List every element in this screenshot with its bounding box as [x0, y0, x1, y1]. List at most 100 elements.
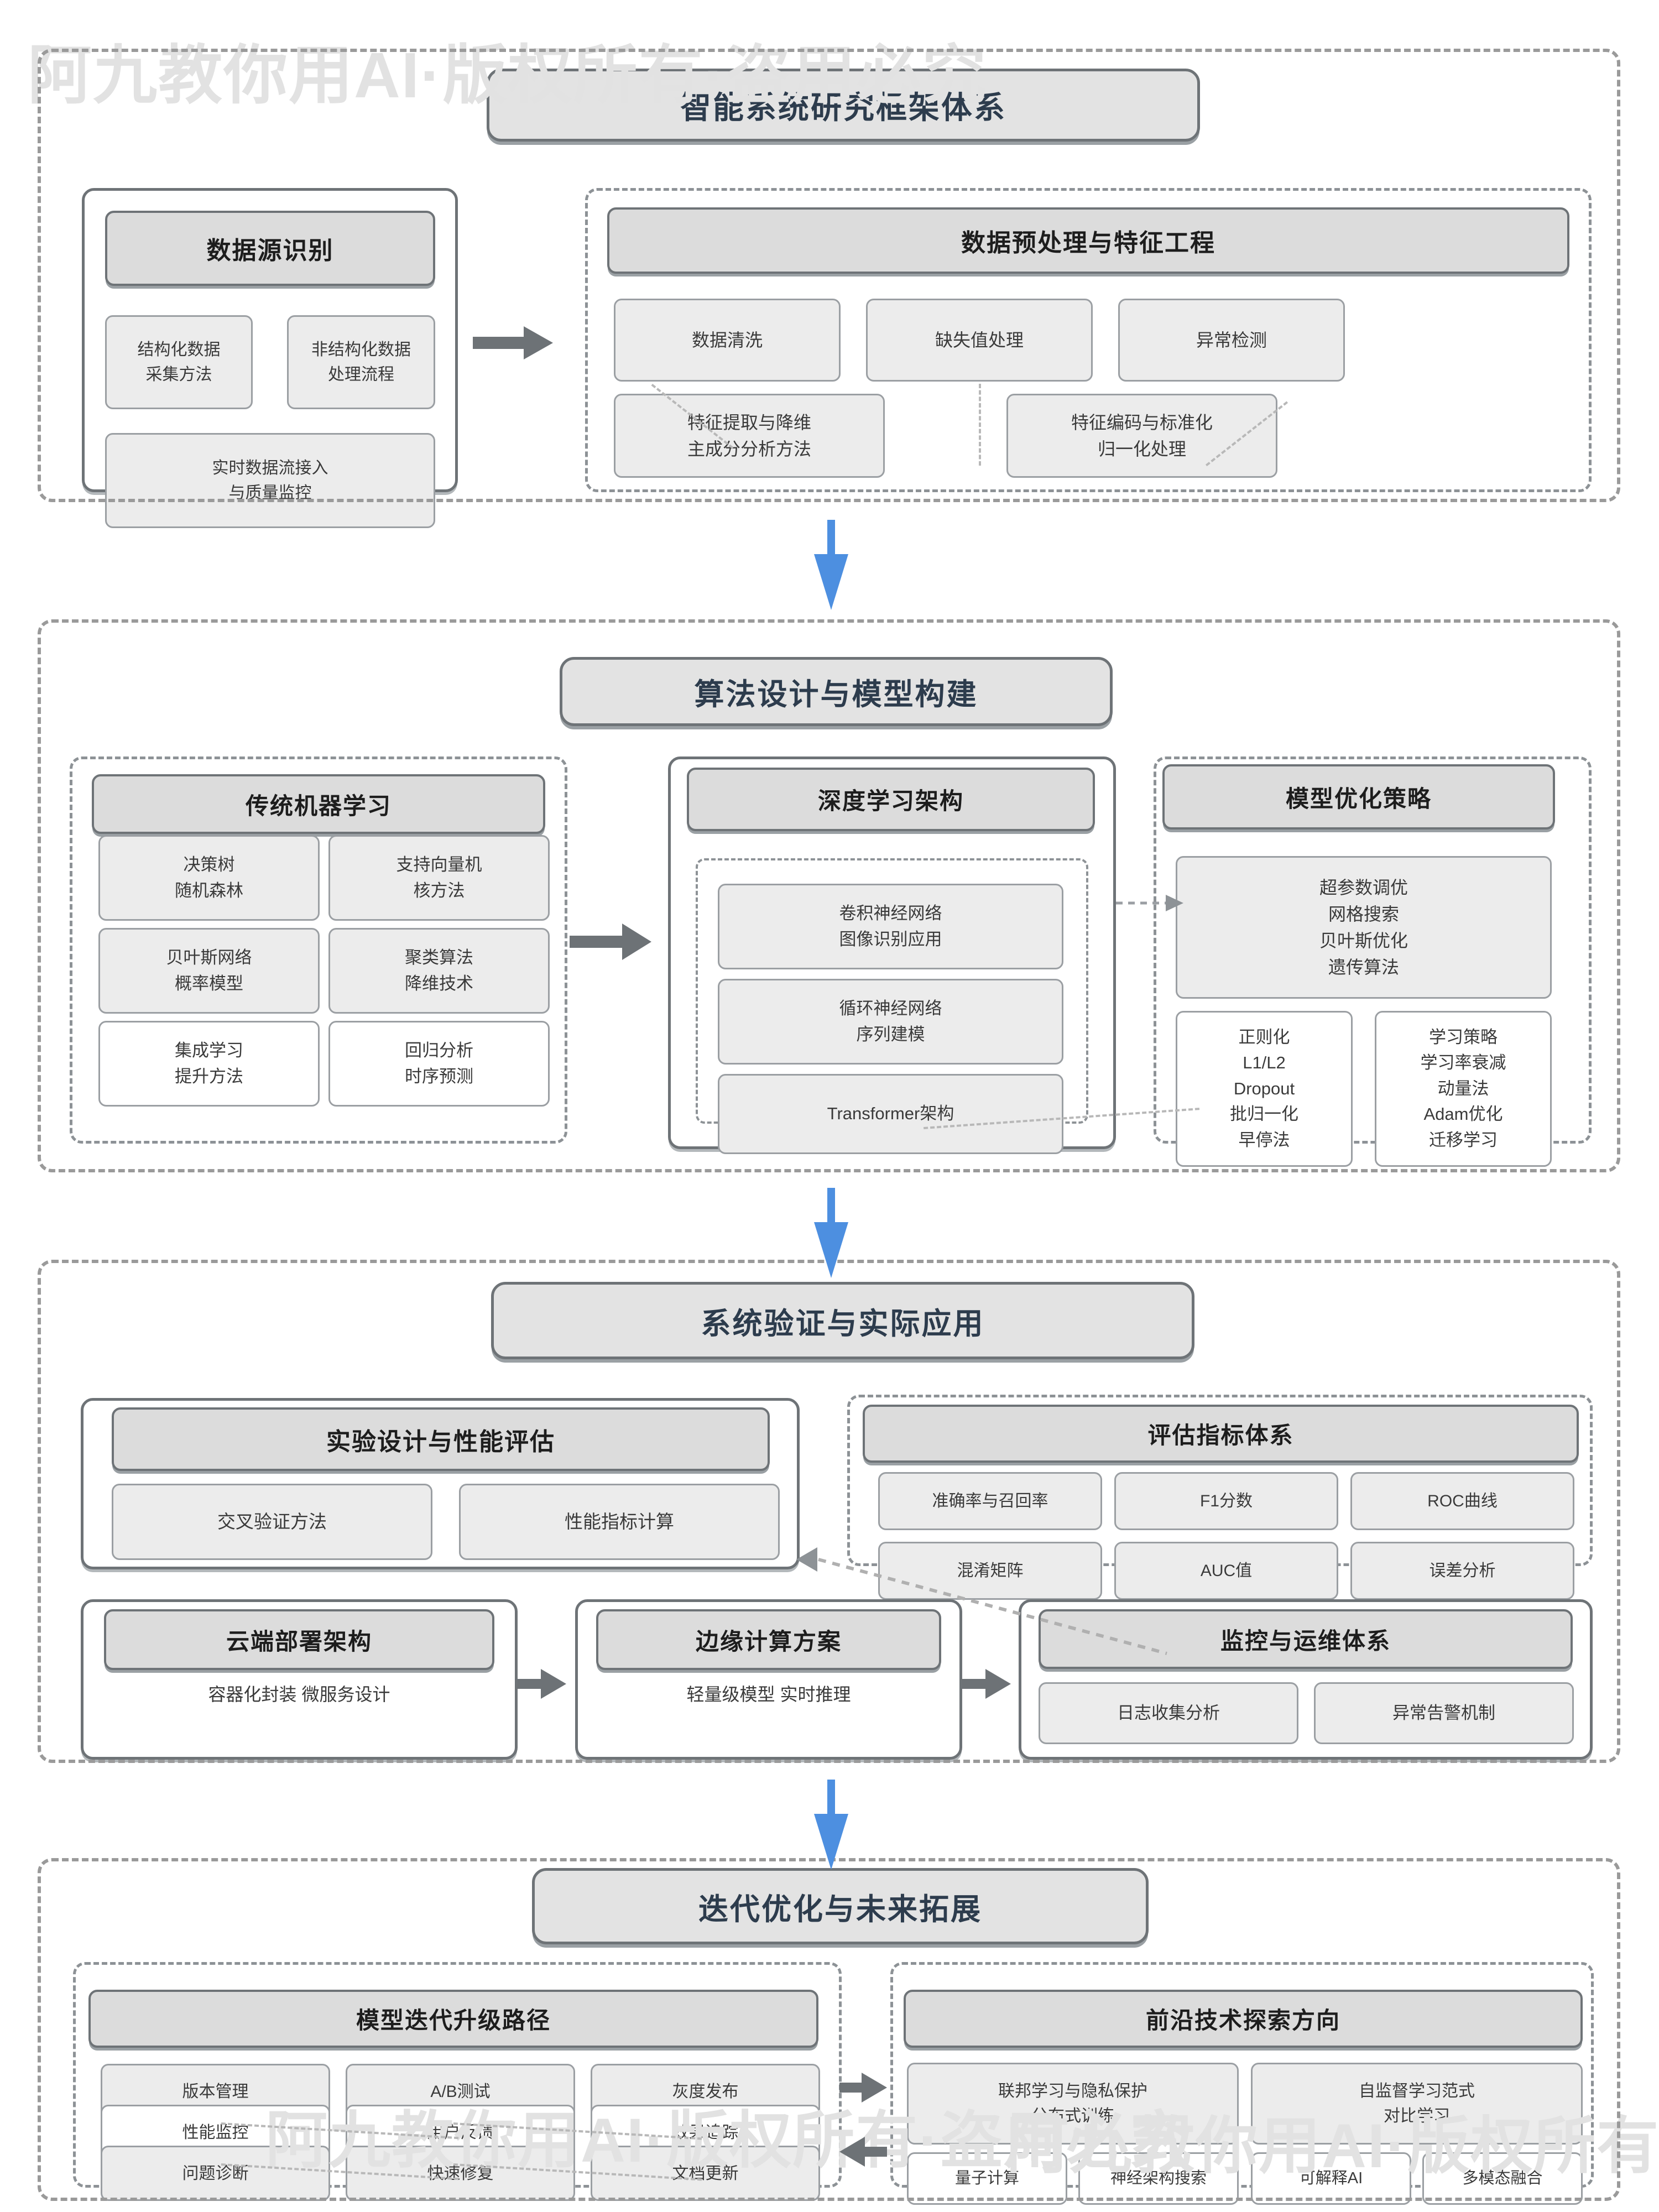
- card-line: 降维技术: [405, 973, 473, 993]
- card-line: 版本管理: [182, 2082, 249, 2101]
- card-quantum-computing: 量子计算: [907, 2152, 1067, 2205]
- card-line: 提升方法: [175, 1066, 243, 1086]
- card-line: 对比学习: [1384, 2107, 1450, 2125]
- card-anomaly-detection: 异常检测: [1118, 299, 1345, 382]
- card-f1-score: F1分数: [1114, 1472, 1338, 1530]
- card-roc-curve: ROC曲线: [1350, 1472, 1574, 1530]
- stage-3-container: [38, 1260, 1620, 1763]
- card-missing-value: 缺失值处理: [866, 299, 1093, 382]
- traditional-ml-panel: [70, 757, 567, 1144]
- card-line: 序列建模: [856, 1024, 925, 1044]
- card-cross-validation: 交叉验证方法: [112, 1484, 432, 1560]
- card-line: A/B测试: [430, 2082, 491, 2101]
- card-nas: 神经架构搜索: [1078, 2152, 1239, 2205]
- card-line: 决策树: [183, 855, 235, 874]
- card-line: 动量法: [1437, 1078, 1489, 1098]
- card-ensemble-learning: 集成学习 提升方法: [98, 1021, 320, 1107]
- card-line: 贝叶斯网络: [166, 948, 252, 967]
- card-line: 概率模型: [175, 973, 243, 993]
- flow-arrow-stage1-to-stage2: [814, 520, 848, 610]
- card-doc-update: 文档更新: [591, 2146, 820, 2201]
- card-alert-mechanism: 异常告警机制: [1314, 1682, 1574, 1744]
- experiment-header: 实验设计与性能评估: [112, 1407, 770, 1471]
- card-precision-recall: 准确率与召回率: [878, 1472, 1102, 1530]
- card-line: 图像识别应用: [839, 929, 942, 949]
- card-line: AUC值: [1200, 1562, 1253, 1580]
- card-decision-tree: 决策树 随机森林: [98, 835, 320, 921]
- card-line: 聚类算法: [405, 948, 473, 967]
- card-line: ROC曲线: [1427, 1492, 1498, 1510]
- card-line: 效果追踪: [672, 2123, 739, 2142]
- stage-2-header: 算法设计与模型构建: [560, 657, 1113, 726]
- edge-line: 轻量级模型: [686, 1684, 775, 1704]
- card-line: 误差分析: [1429, 1562, 1496, 1580]
- card-line: 回归分析: [405, 1041, 473, 1060]
- card-line: Adam优化: [1423, 1104, 1503, 1124]
- card-line: 实时数据流接入: [212, 459, 328, 477]
- card-line: 特征提取与降维: [687, 413, 811, 432]
- card-line: 文档更新: [672, 2164, 739, 2183]
- card-line: 核方法: [413, 880, 465, 900]
- card-line: 联邦学习与隐私保护: [998, 2082, 1147, 2100]
- flow-arrow-stage3-to-stage4: [814, 1780, 848, 1870]
- card-line: 学习策略: [1429, 1027, 1498, 1047]
- card-line: 特征编码与标准化: [1071, 413, 1213, 432]
- card-unstructured-data: 非结构化数据 处理流程: [287, 315, 435, 409]
- card-line: 超参数调优: [1319, 878, 1408, 898]
- frontier-panel: [890, 1962, 1594, 2188]
- stage-3-header: 系统验证与实际应用: [491, 1282, 1194, 1359]
- arrow-dl-to-optimization: [1116, 895, 1183, 911]
- card-performance-metrics: 性能指标计算: [459, 1484, 780, 1560]
- card-line: 灰度发布: [672, 2082, 739, 2101]
- card-confusion-matrix: 混淆矩阵: [878, 1542, 1102, 1600]
- card-line: 异常告警机制: [1392, 1703, 1495, 1723]
- cloud-header: 云端部署架构: [104, 1609, 494, 1670]
- arrow-datasource-to-preprocess: [473, 326, 553, 359]
- card-rnn: 循环神经网络 序列建模: [718, 979, 1063, 1065]
- card-learning-strategy: 学习策略 学习率衰减 动量法 Adam优化 迁移学习: [1375, 1011, 1552, 1167]
- card-bayesian-network: 贝叶斯网络 概率模型: [98, 928, 320, 1014]
- card-line: 迁移学习: [1429, 1130, 1498, 1150]
- card-structured-data: 结构化数据 采集方法: [105, 315, 253, 409]
- card-line: 交叉验证方法: [217, 1511, 327, 1532]
- card-auc-value: AUC值: [1114, 1542, 1338, 1600]
- card-line: 神经架构搜索: [1110, 2169, 1207, 2187]
- card-feature-encoding: 特征编码与标准化 归一化处理: [1006, 394, 1277, 478]
- card-self-supervised: 自监督学习范式 对比学习: [1251, 2063, 1583, 2145]
- card-line: 混淆矩阵: [957, 1562, 1024, 1580]
- card-feature-extraction: 特征提取与降维 主成分分析方法: [614, 394, 885, 478]
- card-line: 早停法: [1238, 1130, 1290, 1150]
- card-line: 主成分分析方法: [687, 439, 811, 459]
- card-hyperparameter-tuning: 超参数调优 网格搜索 贝叶斯优化 遗传算法: [1176, 856, 1552, 999]
- card-line: 量子计算: [954, 2169, 1019, 2187]
- page-title: 智能系统研究框架体系: [487, 69, 1200, 142]
- cloud-line: 微服务设计: [301, 1684, 390, 1704]
- card-svm: 支持向量机 核方法: [328, 835, 550, 921]
- card-line: 随机森林: [175, 880, 243, 900]
- card-line: 日志收集分析: [1117, 1703, 1220, 1723]
- card-line: 处理流程: [328, 366, 394, 384]
- card-realtime-stream: 实时数据流接入 与质量监控: [105, 433, 435, 528]
- card-multimodal-fusion: 多模态融合: [1422, 2152, 1583, 2205]
- card-line: F1分数: [1199, 1492, 1253, 1510]
- card-line: 自监督学习范式: [1359, 2082, 1475, 2100]
- card-federated-learning: 联邦学习与隐私保护 分布式训练: [907, 2063, 1239, 2145]
- card-line: 非结构化数据: [311, 341, 411, 359]
- card-line: 支持向量机: [396, 855, 482, 874]
- card-line: 问题诊断: [182, 2164, 249, 2183]
- card-transformer: Transformer架构: [718, 1074, 1063, 1154]
- monitoring-header: 监控与运维体系: [1039, 1609, 1573, 1669]
- card-line: 分布式训练: [1031, 2107, 1114, 2125]
- optimization-panel: [1154, 757, 1592, 1144]
- arrow-iteration-to-frontier: [839, 2073, 887, 2103]
- card-line: 可解释AI: [1299, 2169, 1363, 2187]
- card-data-cleaning: 数据清洗: [614, 299, 841, 382]
- card-line: 数据清洗: [691, 330, 763, 350]
- data-source-header: 数据源识别: [105, 211, 435, 286]
- card-line: 卷积神经网络: [839, 904, 942, 923]
- card-line: 性能监控: [182, 2123, 249, 2142]
- card-line: 多模态融合: [1462, 2169, 1543, 2187]
- stage-4-header: 迭代优化与未来拓展: [532, 1868, 1149, 1944]
- edge-line: 实时推理: [780, 1684, 851, 1704]
- arrow-cloud-to-edge: [518, 1669, 566, 1699]
